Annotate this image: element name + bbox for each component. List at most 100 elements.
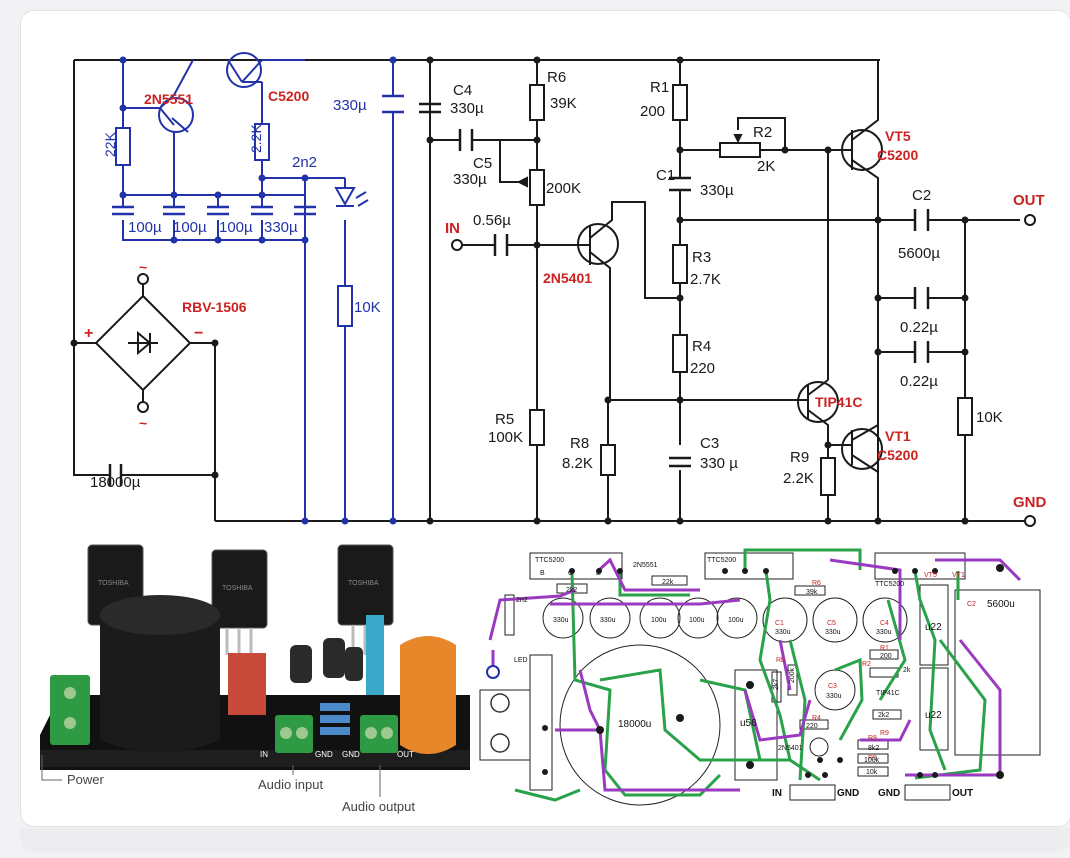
cap-100-c: 100µ: [219, 219, 253, 236]
pcb-c2: C2: [967, 601, 976, 608]
pcb-r5-val: 100k: [864, 757, 880, 764]
q-2n5401-label: 2N5401: [543, 270, 592, 286]
bridge-ac-top: ~: [139, 259, 147, 275]
r5-label: R5: [495, 411, 514, 428]
pcb-gnd2: GND: [878, 788, 900, 799]
pcb-out: OUT: [952, 788, 973, 799]
board-in: IN: [260, 750, 268, 759]
pcb-cap100-a: 100u: [651, 617, 667, 624]
bridge-ac-bottom: ~: [139, 415, 147, 431]
bottom-strip: [20, 828, 1070, 852]
label-audio-output: Audio output: [342, 799, 415, 814]
c5-value: 330µ: [453, 171, 487, 188]
gnd-label: GND: [1013, 494, 1047, 511]
svg-text:TOSHIBA: TOSHIBA: [348, 580, 379, 587]
in-cap-label: 0.56µ: [473, 212, 511, 229]
pcb-r8: R8: [868, 735, 877, 742]
c3-label: C3: [700, 435, 719, 452]
vt5-label: VT5: [885, 128, 911, 144]
pcb-ttc-left: TTC5200: [535, 557, 564, 564]
in-label: IN: [445, 220, 460, 237]
c5-label: C5: [473, 155, 492, 172]
pcb-r4: R4: [812, 715, 821, 722]
pcb-big-cap: 18000u: [618, 719, 651, 730]
r8-value: 8.2K: [562, 455, 593, 472]
pcb-bce-b: B: [540, 570, 545, 577]
pcb-q-2n5401: 2N5401: [778, 745, 803, 752]
pcb-r1: R1: [880, 645, 889, 652]
q-c5200-top-label: C5200: [268, 88, 309, 104]
pcb-c3: C3: [828, 683, 837, 690]
board-out: OUT: [397, 750, 414, 759]
cap-100-a: 100µ: [128, 219, 162, 236]
pcb-gnd1: GND: [837, 788, 859, 799]
pcb-cap100-b: 100u: [689, 617, 705, 624]
cap-022-a: 0.22µ: [900, 319, 938, 336]
c4-value: 330µ: [450, 100, 484, 117]
vt5-type: C5200: [877, 147, 918, 163]
pcb-cap330-b: 330u: [600, 617, 616, 624]
svg-text:TOSHIBA: TOSHIBA: [222, 585, 253, 592]
pcb-r2: R2: [862, 661, 871, 668]
filter-cap-label: 18000µ: [90, 474, 141, 491]
pcb-rb: Rb: [776, 657, 785, 664]
svg-text:TOSHIBA: TOSHIBA: [98, 580, 129, 587]
cap-100-b: 100µ: [173, 219, 207, 236]
pcb-r10k: 10k: [866, 769, 878, 776]
pcb-bce-e: E: [596, 570, 601, 577]
res-10k-led-label: 10K: [354, 299, 381, 316]
pcb-r4-val: 220: [806, 723, 818, 730]
c1-value: 330µ: [700, 182, 734, 199]
pcb-c2-val: 5600u: [987, 599, 1015, 610]
res-10k-out-label: 10K: [976, 409, 1003, 426]
pcb-r9: R9: [880, 730, 889, 737]
board-gnd2: GND: [342, 750, 360, 759]
r9-value: 2.2K: [783, 470, 814, 487]
pcb-cap100-c: 100u: [728, 617, 744, 624]
pcb-ttc-right: TTC5200: [875, 581, 904, 588]
cap-2n2-label: 2n2: [292, 154, 317, 171]
bridge-minus: −: [194, 325, 203, 342]
r3-value: 2.7K: [690, 271, 721, 288]
pcb-cap-2n2: 2n2: [516, 597, 528, 604]
pcb-vt5: VT5: [924, 572, 937, 579]
pcb-c1: C1: [775, 620, 784, 627]
amplifier-schematic: 18000µ 22K 2.2K 2n2 330µ 100µ 100µ 100µ …: [70, 52, 1047, 527]
c1-label: C1: [656, 167, 675, 184]
vt1-type: C5200: [877, 447, 918, 463]
pcb-bce-c: C: [568, 570, 573, 577]
pcb-vt1: VT1: [952, 572, 965, 579]
pcb-r3-val: 2k7: [773, 679, 780, 690]
vt1-label: VT1: [885, 428, 911, 444]
cap-330-rail-label: 330µ: [333, 97, 367, 114]
r6-value: 39K: [550, 95, 577, 112]
board-photo: TOSHIBA TOSHIBA TOSHIBA IN GND GND OUT: [40, 544, 470, 814]
r1-label: R1: [650, 79, 669, 96]
pcb-tip41c: TIP41C: [876, 690, 900, 697]
pcb-c3-val: 330u: [826, 693, 842, 700]
c4-label: C4: [453, 82, 472, 99]
c3-value: 330 µ: [700, 455, 738, 472]
bridge-label: RBV-1506: [182, 299, 247, 315]
pcb-r-2k2: 2k2: [566, 587, 577, 594]
r5-value: 100K: [488, 429, 523, 446]
tip41c-label: TIP41C: [815, 394, 862, 410]
board-gnd1: GND: [315, 750, 333, 759]
r6-label: R6: [547, 69, 566, 86]
r1-value: 200: [640, 103, 665, 120]
q-2n5551-label: 2N5551: [144, 91, 193, 107]
label-power: Power: [67, 772, 105, 787]
pcb-u22-bottom: u22: [925, 710, 942, 721]
res-22k-label: 22K: [102, 131, 118, 157]
r9-label: R9: [790, 449, 809, 466]
cap-022-b: 0.22µ: [900, 373, 938, 390]
pcb-c5: C5: [827, 620, 836, 627]
pcb-r2-val: 2k: [903, 667, 911, 674]
r4-value: 220: [690, 360, 715, 377]
c2-value: 5600µ: [898, 245, 940, 262]
pcb-r8-val: 8k2: [868, 745, 879, 752]
out-label: OUT: [1013, 192, 1045, 209]
r8-label: R8: [570, 435, 589, 452]
pcb-c4-val: 330u: [876, 629, 892, 636]
r3-label: R3: [692, 249, 711, 266]
